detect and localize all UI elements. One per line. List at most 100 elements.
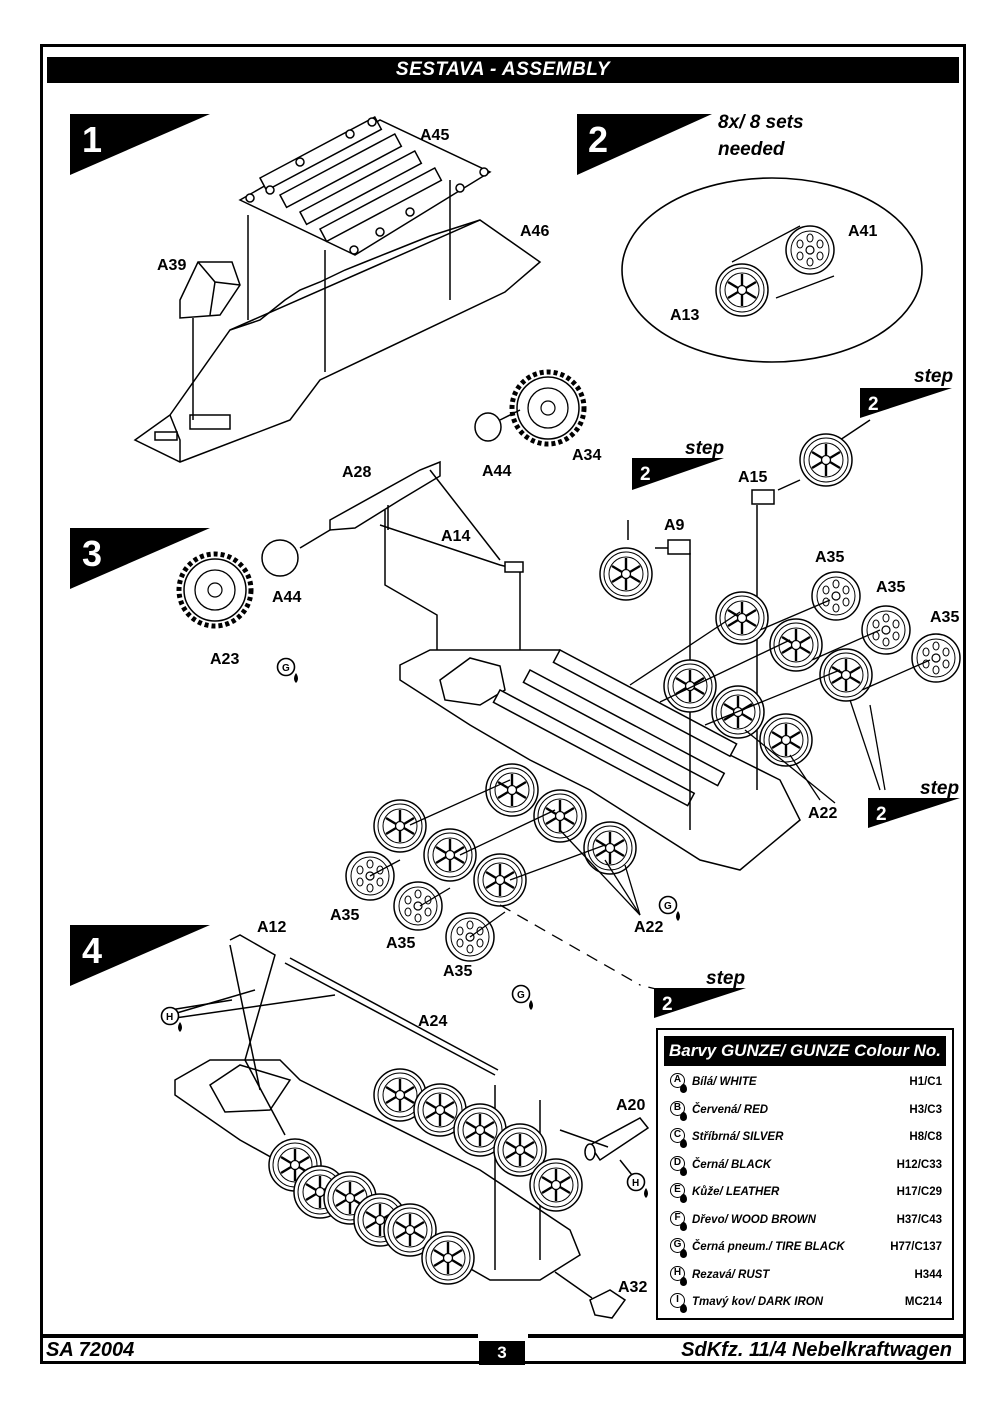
step-ref-badge-2: step 2 <box>632 438 724 490</box>
paint-mark-h-1: H <box>160 1006 183 1033</box>
step-ref-badge-3: step 2 <box>868 778 960 828</box>
label-a14: A14 <box>441 528 470 545</box>
legend-row: E Kůže/ LEATHER H17/C29 <box>658 1180 952 1208</box>
label-a22-lower: A22 <box>634 919 663 936</box>
colour-name: Červená/ RED <box>692 1103 769 1116</box>
part-labels: A45 A46 A39 A41 A13 A34 A44 A28 A14 A44 … <box>157 127 959 1296</box>
colour-letter-badge: B <box>670 1100 685 1116</box>
step-ref-word-1: step <box>914 366 953 387</box>
step-ref-badge-1: step 2 <box>860 366 953 418</box>
kit-name: SdKfz. 11/4 Nebelkraftwagen <box>681 1339 952 1361</box>
label-a32: A32 <box>618 1279 647 1296</box>
step-ref-word-4: step <box>706 968 745 989</box>
label-a35-2: A35 <box>876 579 905 596</box>
colour-code: H344 <box>914 1268 943 1281</box>
step-ref-number-2: 2 <box>640 464 651 485</box>
colour-code: MC214 <box>904 1296 942 1308</box>
step-ref-badge-4: step 2 <box>654 968 746 1018</box>
label-a13: A13 <box>670 307 699 324</box>
legend-row: D Černá/ BLACK H12/C33 <box>658 1153 952 1181</box>
step-1-number: 1 <box>82 119 102 160</box>
svg-text:H: H <box>166 1012 173 1023</box>
kit-number: SA 72004 <box>46 1339 135 1361</box>
page-number: 3 <box>479 1341 525 1365</box>
colour-letter-badge: A <box>670 1073 685 1088</box>
step-2-drawing <box>621 177 923 363</box>
step-3-leaders <box>369 599 931 991</box>
colour-name: Rezavá/ RUST <box>692 1268 770 1281</box>
colour-code: H1/C1 <box>909 1076 942 1088</box>
label-a35-4: A35 <box>330 907 359 924</box>
paint-drop-icon <box>680 1111 687 1121</box>
legend-row: F Dřevo/ WOOD BROWN H37/C43 <box>658 1208 952 1236</box>
colour-letter-badge: C <box>670 1128 685 1143</box>
colour-letter-badge: I <box>670 1293 685 1308</box>
paint-drop-icon <box>680 1304 687 1313</box>
label-a28: A28 <box>342 464 371 481</box>
paint-drop-icon <box>680 1249 687 1258</box>
legend-row: C Stříbrná/ SILVER H8/C8 <box>658 1125 952 1153</box>
label-a41: A41 <box>848 223 877 240</box>
colour-letter-badge: D <box>670 1155 685 1171</box>
label-a35-3: A35 <box>930 609 959 626</box>
svg-text:G: G <box>517 990 525 1001</box>
paint-drop-icon <box>680 1084 687 1093</box>
paint-mark-h-2: H <box>626 1172 649 1199</box>
footer-rule-left <box>43 1334 478 1338</box>
svg-text:H: H <box>632 1178 639 1189</box>
colour-letter-badge: E <box>670 1183 685 1198</box>
label-a46: A46 <box>520 223 549 240</box>
label-a22-right: A22 <box>808 805 837 822</box>
svg-text:G: G <box>664 901 672 912</box>
step-3-badge: 3 <box>70 528 210 589</box>
step-1-drawing <box>133 115 542 463</box>
paint-mark-g-1: G <box>276 657 299 684</box>
page-title: SESTAVA - ASSEMBLY <box>47 57 959 83</box>
legend-row: A Bílá/ WHITE H1/C1 <box>658 1070 952 1098</box>
step-4-drawing <box>169 934 650 1319</box>
label-a20: A20 <box>616 1097 645 1114</box>
step-ref-word-3: step <box>920 778 959 799</box>
colour-letter-badge: H <box>670 1265 685 1281</box>
step-ref-number-1: 2 <box>868 394 879 415</box>
colour-code: H77/C137 <box>890 1241 942 1253</box>
colour-code: H12/C33 <box>896 1158 942 1171</box>
colour-name: Černá/ BLACK <box>692 1158 772 1171</box>
paint-mark-g-2: G <box>658 895 681 922</box>
paint-drop-icon <box>680 1166 687 1176</box>
colour-code: H37/C43 <box>896 1213 942 1226</box>
step-4-badge: 4 <box>70 925 210 986</box>
colour-code: H8/C8 <box>909 1131 942 1143</box>
legend-row: B Červená/ RED H3/C3 <box>658 1098 952 1126</box>
step-3-number: 3 <box>82 533 102 574</box>
legend-row: G Černá pneum./ TIRE BLACK H77/C137 <box>658 1235 952 1263</box>
step-2-note-line1: 8x/ 8 sets <box>718 112 804 133</box>
step-2-badge: 2 <box>577 114 712 175</box>
colour-name: Kůže/ LEATHER <box>692 1186 780 1198</box>
paint-drop-icon <box>680 1194 687 1203</box>
label-a35-5: A35 <box>386 935 415 952</box>
step-1-badge: 1 <box>70 114 210 175</box>
label-a23: A23 <box>210 651 239 668</box>
paint-drop-icon <box>680 1139 687 1148</box>
label-a12: A12 <box>257 919 286 936</box>
paint-mark-g-3: G <box>511 984 534 1011</box>
label-a39: A39 <box>157 257 186 274</box>
paint-drop-icon <box>680 1221 687 1231</box>
label-a45: A45 <box>420 127 449 144</box>
colour-name: Černá pneum./ TIRE BLACK <box>692 1241 845 1253</box>
colour-code: H3/C3 <box>909 1103 942 1116</box>
label-a9: A9 <box>664 517 685 534</box>
gunze-colour-legend: Barvy GUNZE/ GUNZE Colour No. A Bílá/ WH… <box>656 1028 954 1320</box>
step-2-number: 2 <box>588 119 608 160</box>
step-2-note-line2: needed <box>718 139 785 160</box>
colour-name: Dřevo/ WOOD BROWN <box>692 1213 816 1226</box>
colour-code: H17/C29 <box>896 1186 942 1198</box>
label-a35-6: A35 <box>443 963 472 980</box>
legend-title: Barvy GUNZE/ GUNZE Colour No. <box>664 1036 946 1066</box>
label-a34: A34 <box>572 447 601 464</box>
step-ref-number-3: 2 <box>876 804 887 825</box>
footer-rule-right <box>528 1334 963 1338</box>
legend-row: I Tmavý kov/ DARK IRON MC214 <box>658 1290 952 1318</box>
